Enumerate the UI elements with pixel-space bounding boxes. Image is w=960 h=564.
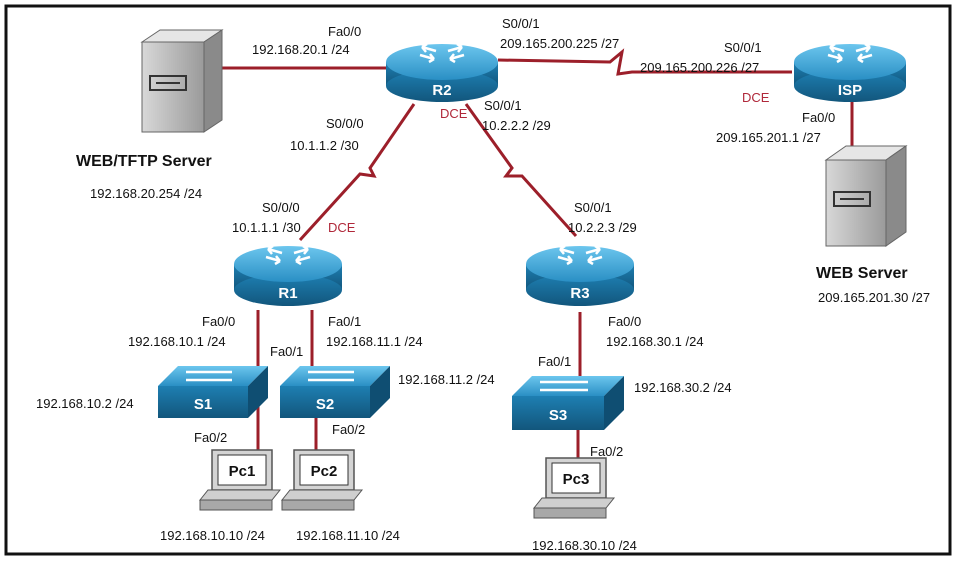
label-pc1-ip: 192.168.10.10 /24 bbox=[160, 528, 265, 543]
label-isp-s001: S0/0/1 bbox=[724, 40, 762, 55]
switch-s2-label: S2 bbox=[316, 396, 334, 413]
label-s2-ip: 192.168.11.2 /24 bbox=[398, 372, 495, 387]
label-r2-s001: S0/0/1 bbox=[502, 16, 540, 31]
pc-pc1-label: Pc1 bbox=[229, 463, 256, 480]
router-r1-label: R1 bbox=[278, 285, 297, 302]
links bbox=[222, 48, 854, 462]
label-r1-fa01-ip: 192.168.11.1 /24 bbox=[326, 334, 423, 349]
label-s3-ip: 192.168.30.2 /24 bbox=[634, 380, 732, 395]
router-r1[interactable]: R1 bbox=[234, 244, 342, 306]
label-s1-fa02: Fa0/2 bbox=[194, 430, 227, 445]
label-s2-fa02: Fa0/2 bbox=[332, 422, 365, 437]
label-r2-s000: S0/0/0 bbox=[326, 116, 364, 131]
label-r2-fa00: Fa0/0 bbox=[328, 24, 361, 39]
label-r3-s001-ip: 10.2.2.3 /29 bbox=[568, 220, 637, 235]
label-r2-s001-ip: 209.165.200.225 /27 bbox=[500, 36, 619, 51]
switch-s1-label: S1 bbox=[194, 396, 212, 413]
link-r2-r1 bbox=[298, 103, 416, 242]
router-r3[interactable]: R3 bbox=[526, 244, 634, 306]
label-r1-fa00: Fa0/0 bbox=[202, 314, 235, 329]
switch-arrows-icon bbox=[308, 370, 354, 382]
label-r3-fa00: Fa0/0 bbox=[608, 314, 641, 329]
pc-pc3-label: Pc3 bbox=[563, 471, 590, 488]
server-drive-icon bbox=[149, 75, 187, 91]
label-r3-fa00-ip: 192.168.30.1 /24 bbox=[606, 334, 704, 349]
label-pc3-ip: 192.168.30.10 /24 bbox=[532, 538, 637, 553]
label-s3-fa02: Fa0/2 bbox=[590, 444, 623, 459]
server-drive-icon bbox=[833, 191, 871, 207]
router-r3-label: R3 bbox=[570, 285, 589, 302]
label-r2-s001b: S0/0/1 bbox=[484, 98, 522, 113]
pc-pc2-label: Pc2 bbox=[311, 463, 338, 480]
label-r1-fa00-ip: 192.168.10.1 /24 bbox=[128, 334, 226, 349]
label-r1-s000-ip: 10.1.1.1 /30 bbox=[232, 220, 301, 235]
router-isp-label: ISP bbox=[838, 82, 862, 99]
switch-arrows-icon bbox=[540, 380, 588, 392]
label-r1-s000: S0/0/0 bbox=[262, 200, 300, 215]
server-web-tftp-name: WEB/TFTP Server bbox=[76, 153, 212, 170]
label-s2-fa01: Fa0/1 bbox=[270, 344, 303, 359]
switch-s3[interactable]: S3 bbox=[512, 376, 624, 430]
label-s1-ip: 192.168.10.2 /24 bbox=[36, 396, 134, 411]
router-r2[interactable]: R2 bbox=[386, 42, 498, 102]
switch-s1[interactable]: S1 bbox=[158, 366, 268, 418]
server-web-ip: 209.165.201.30 /27 bbox=[818, 290, 930, 305]
label-r2-fa00-ip: 192.168.20.1 /24 bbox=[252, 42, 350, 57]
label-s3-fa01: Fa0/1 bbox=[538, 354, 571, 369]
label-isp-dce: DCE bbox=[742, 90, 770, 105]
label-isp-s001-ip: 209.165.200.226 /27 bbox=[640, 60, 759, 75]
link-r2-r3 bbox=[464, 103, 578, 238]
label-r1-fa01: Fa0/1 bbox=[328, 314, 361, 329]
server-web-name: WEB Server bbox=[816, 265, 908, 282]
switch-s2[interactable]: S2 bbox=[280, 366, 390, 418]
label-r2-s000-ip: 10.1.1.2 /30 bbox=[290, 138, 359, 153]
server-web-tftp-ip: 192.168.20.254 /24 bbox=[90, 186, 202, 201]
label-isp-fa00-ip: 209.165.201.1 /27 bbox=[716, 130, 821, 145]
label-isp-fa00: Fa0/0 bbox=[802, 110, 835, 125]
link-r2-isp bbox=[497, 48, 792, 76]
label-r1-dce: DCE bbox=[328, 220, 356, 235]
switch-s3-label: S3 bbox=[549, 407, 567, 424]
label-r2-s001b-ip: 10.2.2.2 /29 bbox=[482, 118, 551, 133]
label-pc2-ip: 192.168.11.10 /24 bbox=[296, 528, 400, 543]
router-r2-label: R2 bbox=[432, 82, 451, 99]
router-isp[interactable]: ISP bbox=[794, 42, 906, 102]
label-r3-s001: S0/0/1 bbox=[574, 200, 612, 215]
diagram-frame bbox=[4, 4, 952, 556]
server-web[interactable] bbox=[824, 145, 908, 247]
server-web-tftp[interactable] bbox=[140, 29, 224, 133]
switch-arrows-icon bbox=[186, 370, 232, 382]
pc-pc3[interactable]: Pc3 bbox=[532, 457, 616, 519]
label-r2-dce: DCE bbox=[440, 106, 468, 121]
pc-pc2[interactable]: Pc2 bbox=[280, 449, 364, 511]
pc-pc1[interactable]: Pc1 bbox=[198, 449, 282, 511]
